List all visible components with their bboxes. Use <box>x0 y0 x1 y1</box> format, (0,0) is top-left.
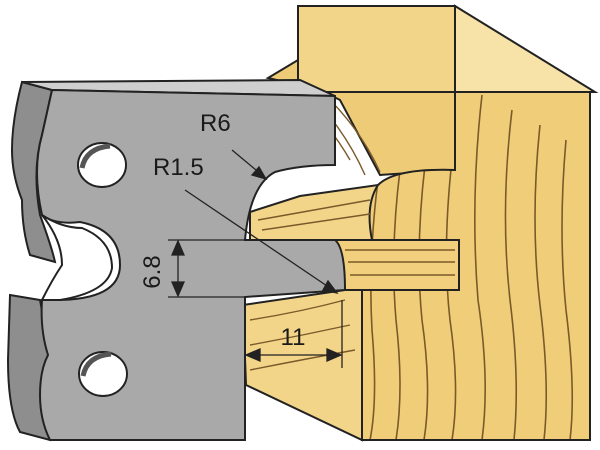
dimension-height <box>168 239 245 298</box>
wood-back-face <box>297 5 456 93</box>
wood-lower-front <box>241 289 363 442</box>
wood-tongue-surface <box>333 239 460 291</box>
wood-groove-surface <box>249 183 380 241</box>
knife-hole-bottom <box>78 351 128 397</box>
wood-end-grain <box>369 94 574 440</box>
radius-leaders <box>184 149 339 294</box>
knife-notch-shade <box>40 214 114 301</box>
wood-workpiece <box>241 4 599 442</box>
wood-end-outline <box>361 91 591 441</box>
width-label: 11 <box>281 324 306 351</box>
radius-small-label: R1.5 <box>153 154 204 181</box>
dimension-width <box>244 297 343 368</box>
steel-knife <box>6 78 347 442</box>
radius-large-label: R6 <box>200 110 231 137</box>
height-label: 6.8 <box>139 255 166 288</box>
wood-top-face <box>454 4 599 93</box>
